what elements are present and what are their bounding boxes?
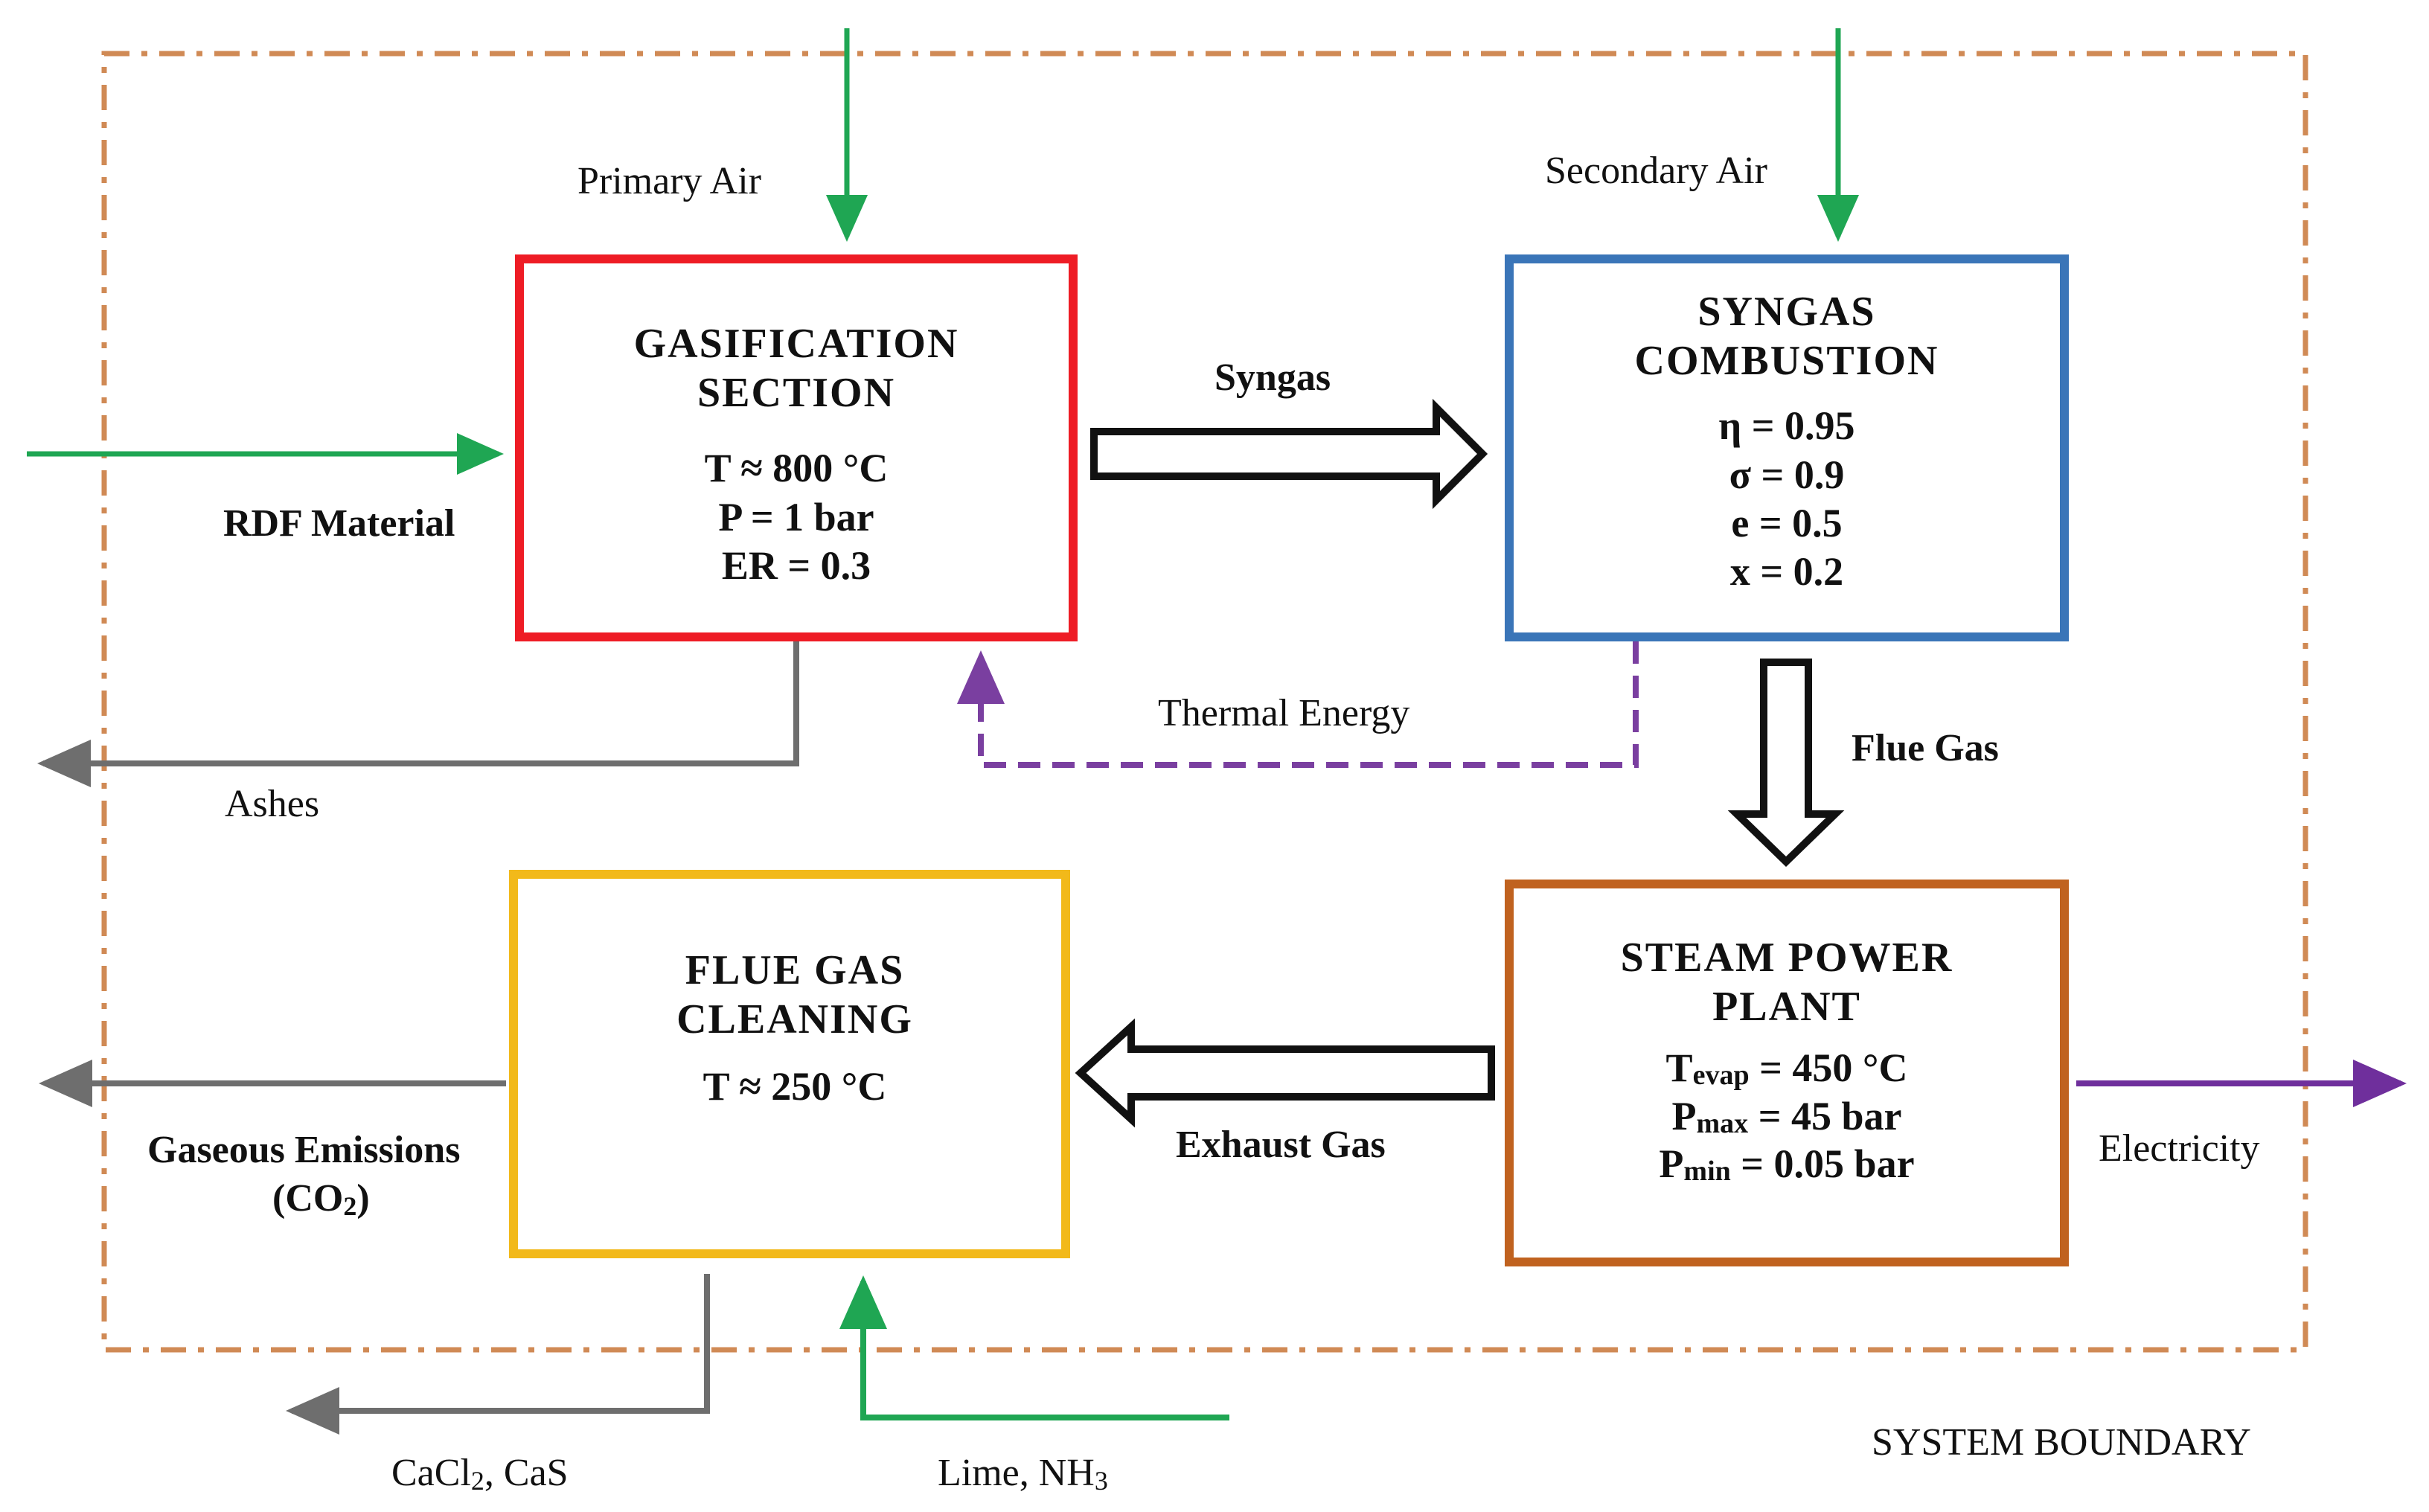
combustion-param-sigma: σ = 0.9: [1729, 452, 1845, 497]
steam-title-2: PLANT: [1712, 984, 1861, 1030]
cacl2-cas-arrow: [286, 1274, 710, 1435]
gasification-title-2: SECTION: [697, 370, 895, 416]
gasification-param-pressure: P = 1 bar: [718, 495, 874, 539]
gasification-param-er: ER = 0.3: [722, 543, 871, 588]
flue-gas-cleaning-box: FLUE GAS CLEANING T ≈ 250 °C: [509, 870, 1070, 1258]
exhaust-gas-label: Exhaust Gas: [1176, 1124, 1386, 1166]
syngas-label: Syngas: [1214, 356, 1331, 399]
secondary-air-label: Secondary Air: [1545, 150, 1767, 192]
steam-param-pmin: Pmin = 0.05 bar: [1659, 1141, 1914, 1187]
steam-param-pmax: Pmax = 45 bar: [1672, 1094, 1902, 1139]
gasification-param-temperature: T ≈ 800 °C: [705, 446, 889, 490]
thermal-energy-label: Thermal Energy: [1158, 692, 1409, 734]
gasification-title-1: GASIFICATION: [634, 321, 959, 367]
system-boundary: [101, 51, 2308, 1353]
combustion-title-2: COMBUSTION: [1635, 338, 1939, 384]
syngas-arrow: [1090, 398, 1488, 510]
exhaust-gas-arrow: [1075, 1018, 1495, 1128]
rdf-material-label: RDF Material: [223, 502, 455, 545]
ashes-arrow: [37, 641, 799, 787]
combustion-title-1: SYNGAS: [1697, 289, 1875, 335]
combustion-param-x: x = 0.2: [1730, 549, 1843, 594]
primary-air-label: Primary Air: [577, 160, 761, 202]
electricity-label: Electricity: [2099, 1127, 2260, 1170]
combustion-param-eta: η = 0.95: [1719, 403, 1855, 448]
cleaning-param-temperature: T ≈ 250 °C: [703, 1064, 887, 1109]
combustion-param-e: e = 0.5: [1731, 501, 1842, 545]
flue-gas-arrow: [1727, 659, 1845, 867]
flue-gas-label: Flue Gas: [1852, 727, 1999, 769]
cleaning-title-2: CLEANING: [676, 996, 913, 1042]
lime-nh3-arrow: [839, 1275, 1229, 1420]
cacl2-cas-label: CaCl2, CaS: [391, 1452, 569, 1496]
gaseous-emissions-formula: (CO2): [272, 1177, 370, 1221]
ashes-label: Ashes: [225, 783, 319, 825]
steam-title-1: STEAM POWER: [1621, 935, 1953, 981]
gasification-section-box: GASIFICATION SECTION T ≈ 800 °C P = 1 ba…: [515, 254, 1078, 641]
steam-param-tevap: Tevap = 450 °C: [1666, 1045, 1908, 1091]
system-boundary-label: SYSTEM BOUNDARY: [1872, 1421, 2251, 1464]
thermal-energy-arrow: [957, 641, 1639, 768]
gaseous-emissions-label: Gaseous Emissions: [147, 1129, 460, 1171]
steam-power-plant-box: STEAM POWER PLANT Tevap = 450 °C Pmax = …: [1505, 880, 2069, 1266]
lime-nh3-label: Lime, NH3: [938, 1452, 1108, 1496]
syngas-combustion-box: SYNGAS COMBUSTION η = 0.95 σ = 0.9 e = 0…: [1505, 254, 2069, 641]
cleaning-title-1: FLUE GAS: [685, 947, 905, 993]
